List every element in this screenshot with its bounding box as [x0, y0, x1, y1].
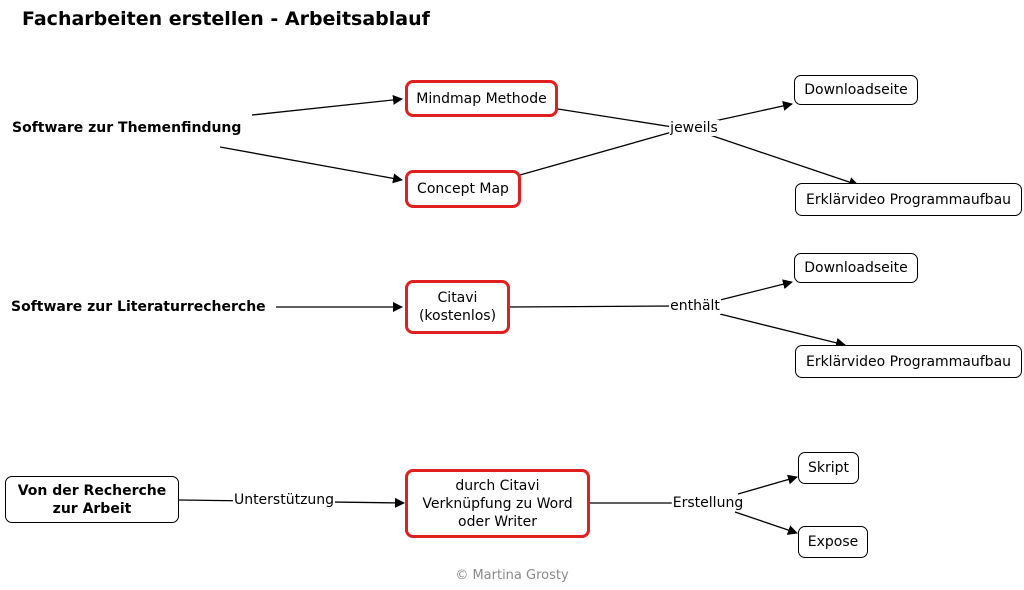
node-erklaervideo-1[interactable]: Erklärvideo Programmaufbau	[795, 183, 1022, 216]
source-themenfindung: Software zur Themenfindung	[12, 120, 242, 136]
edge-erstellung-expose	[734, 511, 798, 535]
node-von-der-recherche-label: Von der Recherche zur Arbeit	[17, 482, 167, 517]
node-erklaervideo-1-label: Erklärvideo Programmaufbau	[805, 191, 1012, 208]
node-downloadseite-1[interactable]: Downloadseite	[794, 75, 918, 105]
edge-citavi-enthaelt	[509, 305, 673, 308]
edge-erstellung-skript	[737, 474, 798, 495]
node-downloadseite-2[interactable]: Downloadseite	[794, 253, 918, 283]
edge-themenfindung-mindmap	[251, 94, 403, 116]
link-label-erstellung: Erstellung	[671, 495, 745, 511]
edge-enthaelt-download	[719, 279, 793, 301]
diagram-title: Facharbeiten erstellen - Arbeitsablauf	[22, 8, 430, 30]
node-expose-label: Expose	[807, 534, 859, 550]
link-label-jeweils: jeweils	[669, 120, 719, 136]
node-downloadseite-2-label: Downloadseite	[804, 260, 908, 276]
node-citavi-word[interactable]: durch Citavi Verknüpfung zu Word oder Wr…	[405, 469, 590, 538]
edge-mindmap-jeweils	[557, 108, 680, 129]
edge-jeweils-video	[709, 134, 859, 187]
node-citavi-word-label: durch Citavi Verknüpfung zu Word oder Wr…	[422, 477, 573, 530]
node-mindmap-methode[interactable]: Mindmap Methode	[405, 80, 558, 117]
edge-themenfindung-concept	[219, 146, 403, 184]
copyright-notice: © Martina Grosty	[455, 568, 569, 583]
node-concept-map[interactable]: Concept Map	[405, 170, 521, 208]
node-mindmap-label: Mindmap Methode	[416, 90, 547, 107]
node-erklaervideo-2-label: Erklärvideo Programmaufbau	[805, 353, 1012, 370]
edge-enthaelt-video	[719, 313, 846, 348]
edge-concept-jeweils	[519, 129, 680, 176]
node-citavi[interactable]: Citavi (kostenlos)	[405, 280, 510, 334]
node-skript-label: Skript	[807, 460, 849, 476]
source-literaturrecherche: Software zur Literaturrecherche	[11, 299, 266, 315]
node-expose[interactable]: Expose	[798, 526, 868, 558]
node-concept-label: Concept Map	[417, 181, 509, 197]
node-erklaervideo-2[interactable]: Erklärvideo Programmaufbau	[795, 345, 1022, 378]
node-downloadseite-1-label: Downloadseite	[804, 82, 908, 98]
link-label-enthaelt: enthält	[669, 298, 721, 314]
node-skript[interactable]: Skript	[798, 452, 859, 484]
node-citavi-label: Citavi (kostenlos)	[418, 290, 497, 324]
link-label-unterstuetzung: Unterstützung	[232, 492, 336, 508]
node-von-der-recherche[interactable]: Von der Recherche zur Arbeit	[5, 476, 179, 523]
edge-jeweils-download	[709, 101, 793, 123]
